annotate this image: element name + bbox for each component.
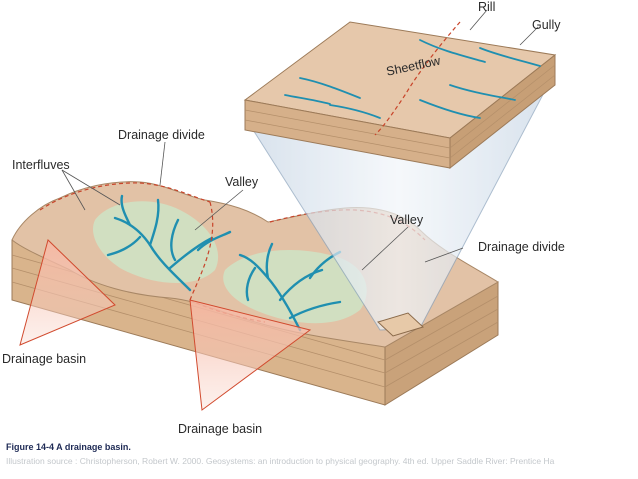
stream-network-left: [106, 194, 232, 292]
drainage-basin-wedge-left: [19, 239, 116, 346]
callout-source-patch: [377, 312, 424, 337]
label-drainage-divide-left: Drainage divide: [118, 128, 205, 142]
label-drainage-divide-right: Drainage divide: [478, 240, 565, 254]
inset-divide-line: [374, 21, 461, 136]
inset-strata: [244, 64, 556, 159]
label-interfluves: Interfluves: [12, 158, 70, 172]
label-valley-left: Valley: [225, 175, 259, 189]
figure-caption-source: Illustration source : Christopherson, Ro…: [6, 456, 555, 466]
drainage-basin-wedge-right: [189, 299, 312, 411]
inset-rills: [284, 39, 541, 119]
label-gully: Gully: [532, 18, 561, 32]
label-pointer-lines: [61, 9, 539, 271]
label-drainage-basin-bottom: Drainage basin: [178, 422, 263, 436]
label-drainage-basin-left: Drainage basin: [2, 352, 87, 366]
label-rill: Rill: [478, 0, 496, 14]
label-valley-right: Valley: [390, 213, 424, 227]
figure-caption-title: Figure 14-4 A drainage basin.: [6, 442, 131, 452]
